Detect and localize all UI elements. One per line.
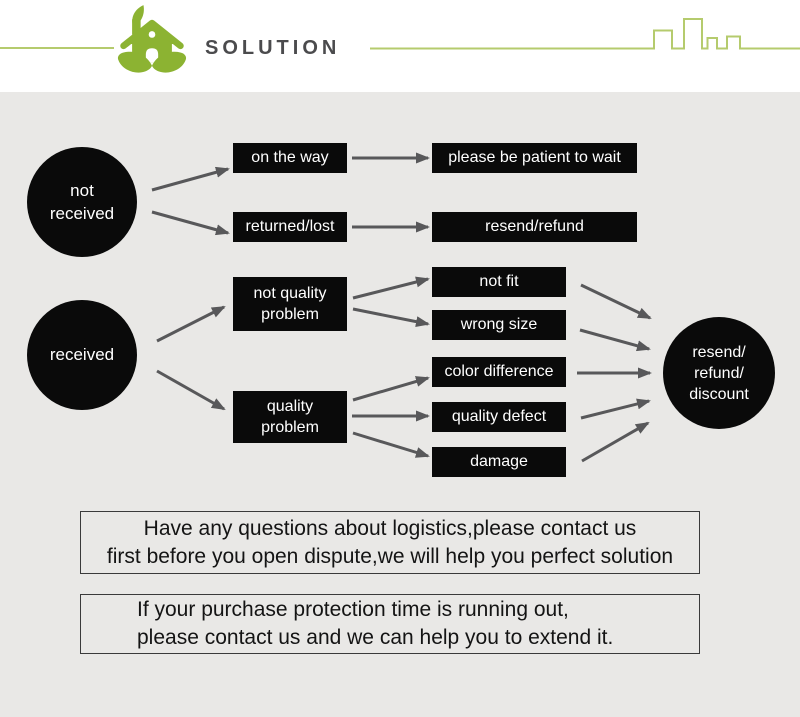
node-quality-defect: quality defect (432, 402, 566, 432)
arrow-damage-end (581, 421, 650, 463)
flowchart-panel: not received received resend/ refund/ di… (0, 92, 800, 717)
node-quality-problem: quality problem (233, 391, 347, 443)
node-not-quality-problem: not quality problem (233, 277, 347, 331)
arrow-qualitydefect-end (580, 398, 651, 420)
node-not-fit: not fit (432, 267, 566, 297)
section-title: SOLUTION (205, 37, 341, 59)
arrow-quality-colordifference (352, 376, 430, 402)
node-resend-refund: resend/refund (432, 212, 637, 242)
protection-note: If your purchase protection time is runn… (80, 594, 700, 654)
node-color-difference: color difference (432, 357, 566, 387)
node-please-be-patient: please be patient to wait (432, 143, 637, 173)
arrow-notquality-wrongsize (352, 307, 430, 328)
flow-arrows (151, 152, 652, 463)
node-wrong-size: wrong size (432, 310, 566, 340)
arrow-received-notquality (156, 305, 226, 343)
header-left-line (0, 47, 114, 49)
logistics-note: Have any questions about logistics,pleas… (80, 511, 700, 574)
arrow-notquality-notfit (352, 276, 430, 300)
node-returned-lost: returned/lost (233, 212, 347, 242)
city-skyline-icon (370, 18, 800, 50)
node-resend-refund-discount: resend/ refund/ discount (663, 317, 775, 429)
node-damage: damage (432, 447, 566, 477)
node-received: received (27, 300, 137, 410)
eco-house-logo-icon (117, 5, 187, 73)
arrow-received-quality (156, 369, 226, 411)
arrow-notfit-end (580, 283, 652, 320)
arrow-notreceived-ontheway (151, 166, 230, 192)
node-on-the-way: on the way (233, 143, 347, 173)
node-not-received: not received (27, 147, 137, 257)
arrow-notreceived-returnedlost (151, 210, 230, 236)
arrow-quality-damage (352, 431, 430, 458)
arrow-wrongsize-end (579, 328, 651, 352)
